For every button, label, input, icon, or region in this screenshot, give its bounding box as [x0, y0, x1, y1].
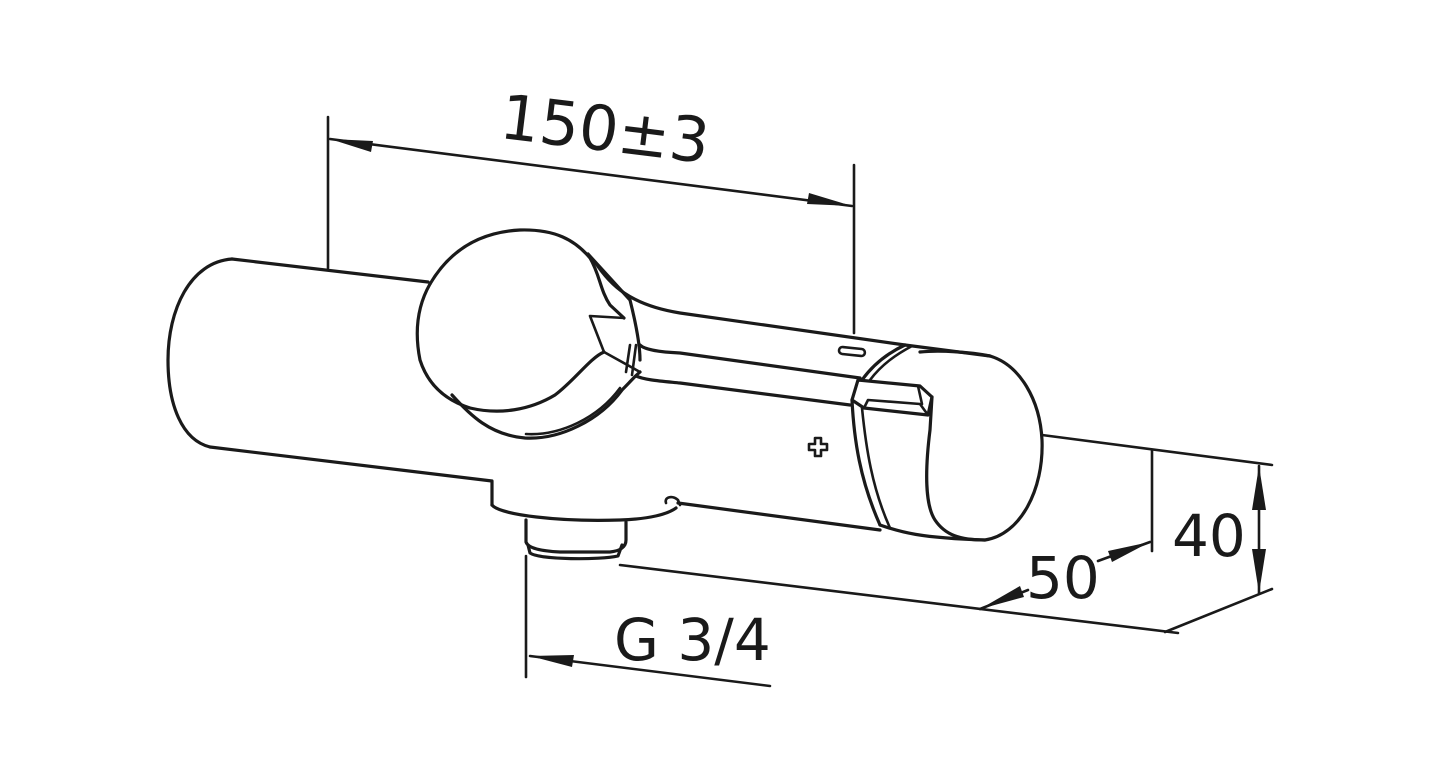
diverter-handle: [415, 228, 907, 440]
dimension-label-g34: G 3/4: [614, 606, 771, 674]
plus-marking: [807, 436, 829, 458]
thermostat-knob: [850, 343, 1044, 542]
dimension-label-40: 40: [1172, 502, 1246, 570]
dimension-depth: 50: [618, 433, 1274, 635]
dimension-height: 40: [1172, 464, 1266, 595]
dimension-center-distance: 150±3: [326, 80, 856, 335]
dimension-label-50: 50: [1026, 544, 1100, 612]
minus-marking: [837, 345, 867, 358]
mixer-body: [166, 257, 882, 532]
dimension-outlet-thread: G 3/4: [524, 554, 772, 688]
outlet-fitting: [524, 518, 628, 561]
